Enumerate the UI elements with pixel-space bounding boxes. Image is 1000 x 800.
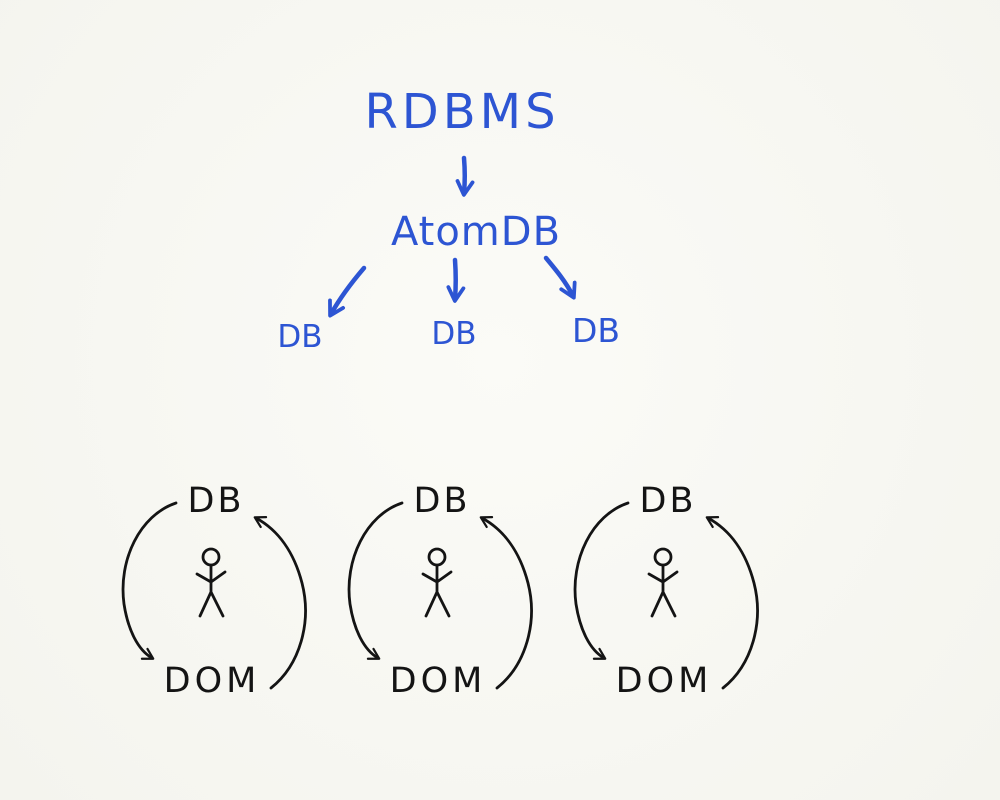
arrow-down-icon	[446, 257, 466, 303]
hierarchy: RDBMS AtomDB DB DB DB	[277, 84, 620, 355]
client-db-label: DB	[414, 481, 471, 521]
stick-figure-icon	[195, 547, 227, 618]
arrow-down-icon	[328, 265, 367, 318]
child-db-label: DB	[572, 311, 620, 350]
middle-label: AtomDB	[391, 209, 561, 255]
client-dom-label: DOM	[390, 661, 487, 701]
cycle-arrow-icon	[479, 515, 533, 690]
cycle-arrow-icon	[253, 515, 307, 690]
client-group: DB DOM	[121, 481, 307, 701]
cycle-arrow-icon	[121, 501, 178, 660]
cycle-arrow-icon	[705, 515, 759, 690]
child-db-label: DB	[277, 319, 322, 355]
client-dom-label: DOM	[164, 661, 261, 701]
arrow-down-icon	[455, 155, 475, 197]
stick-figure-icon	[421, 547, 453, 618]
client-db-label: DB	[640, 481, 697, 521]
child-db-label: DB	[431, 316, 476, 352]
stick-figure-icon	[647, 547, 679, 618]
root-label: RDBMS	[364, 84, 559, 140]
client-group: DB DOM	[347, 481, 533, 701]
client-group: DB DOM	[573, 481, 759, 701]
arrow-down-icon	[543, 255, 577, 300]
client-db-label: DB	[188, 481, 245, 521]
cycle-arrow-icon	[347, 501, 404, 660]
cycle-arrow-icon	[573, 501, 630, 660]
client-dom-label: DOM	[616, 661, 713, 701]
